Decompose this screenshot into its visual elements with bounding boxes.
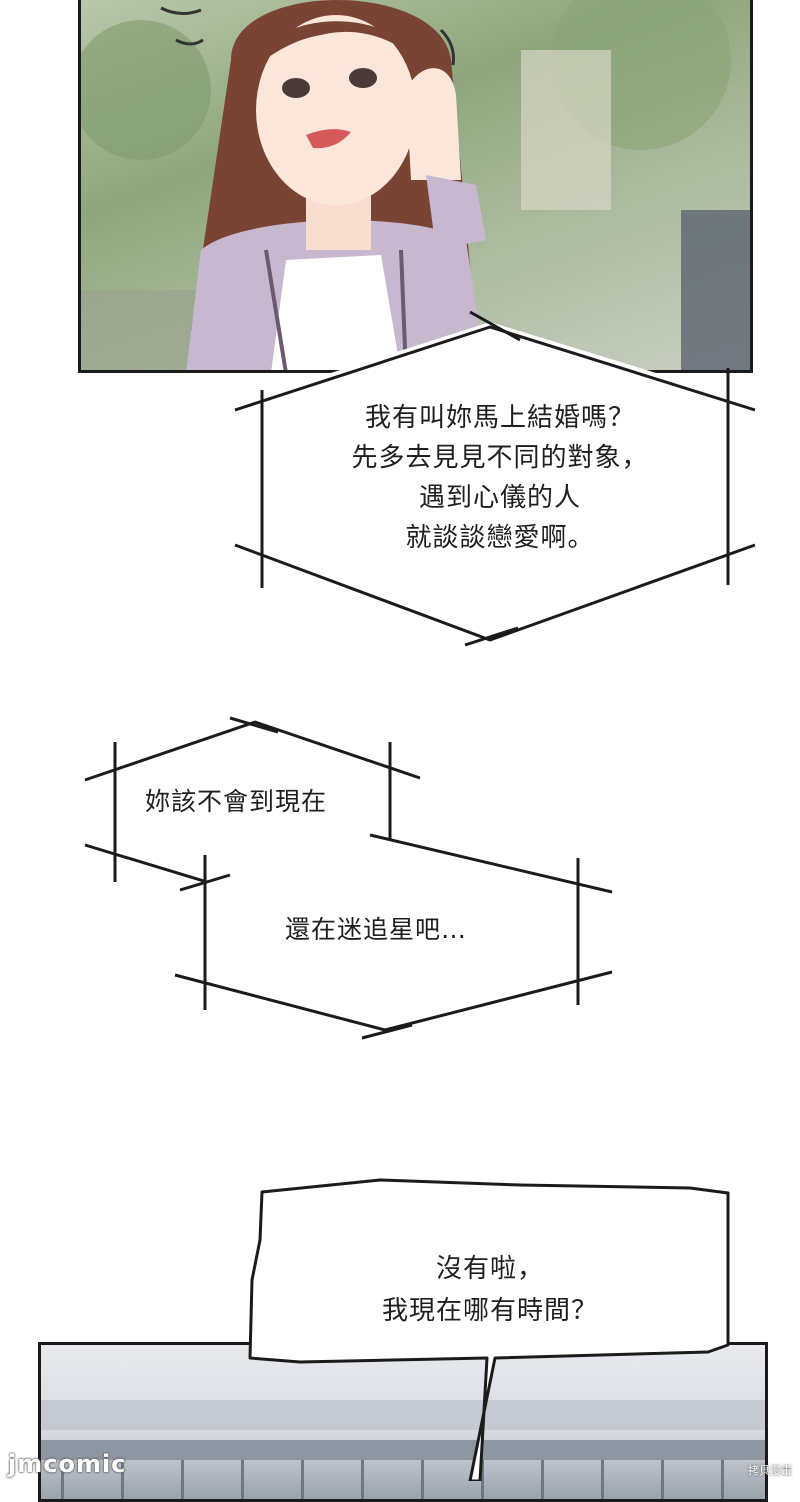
site-watermark-logo: jmcomic xyxy=(8,1450,127,1478)
speech-bubble-3 xyxy=(174,833,613,1040)
dialogue-line: 我有叫妳馬上結婚嗎？ xyxy=(364,403,635,433)
speech-bubble-2-text: 妳該不會到現在 xyxy=(145,787,328,816)
speech-bubble-2 xyxy=(84,716,421,894)
character-illustration xyxy=(81,0,750,370)
dialogue-line: 遇到心儀的人 xyxy=(418,483,581,513)
speech-bubble-4-text: 沒有啦， 我現在哪有時間？ xyxy=(360,1248,620,1332)
dialogue-line: 我現在哪有時間？ xyxy=(381,1296,598,1326)
comic-panel-top xyxy=(78,0,753,373)
speech-bubble-1 xyxy=(234,310,756,647)
speech-bubble-1-text: 我有叫妳馬上結婚嗎？ 先多去見見不同的對象， 遇到心儀的人 就談談戀愛啊。 xyxy=(320,398,680,558)
dialogue-line: 就談談戀愛啊。 xyxy=(405,523,595,553)
dialogue-line: 沒有啦， xyxy=(435,1254,544,1284)
speech-bubble-3-text: 還在迷追星吧… xyxy=(285,915,468,944)
speech-bubble-4 xyxy=(248,1178,730,1481)
dialogue-line: 先多去見見不同的對象， xyxy=(351,443,649,473)
comic-panel-bottom xyxy=(38,1342,768,1502)
background-scene xyxy=(41,1400,765,1499)
source-watermark: 拷貝漫畫 xyxy=(748,1464,792,1477)
